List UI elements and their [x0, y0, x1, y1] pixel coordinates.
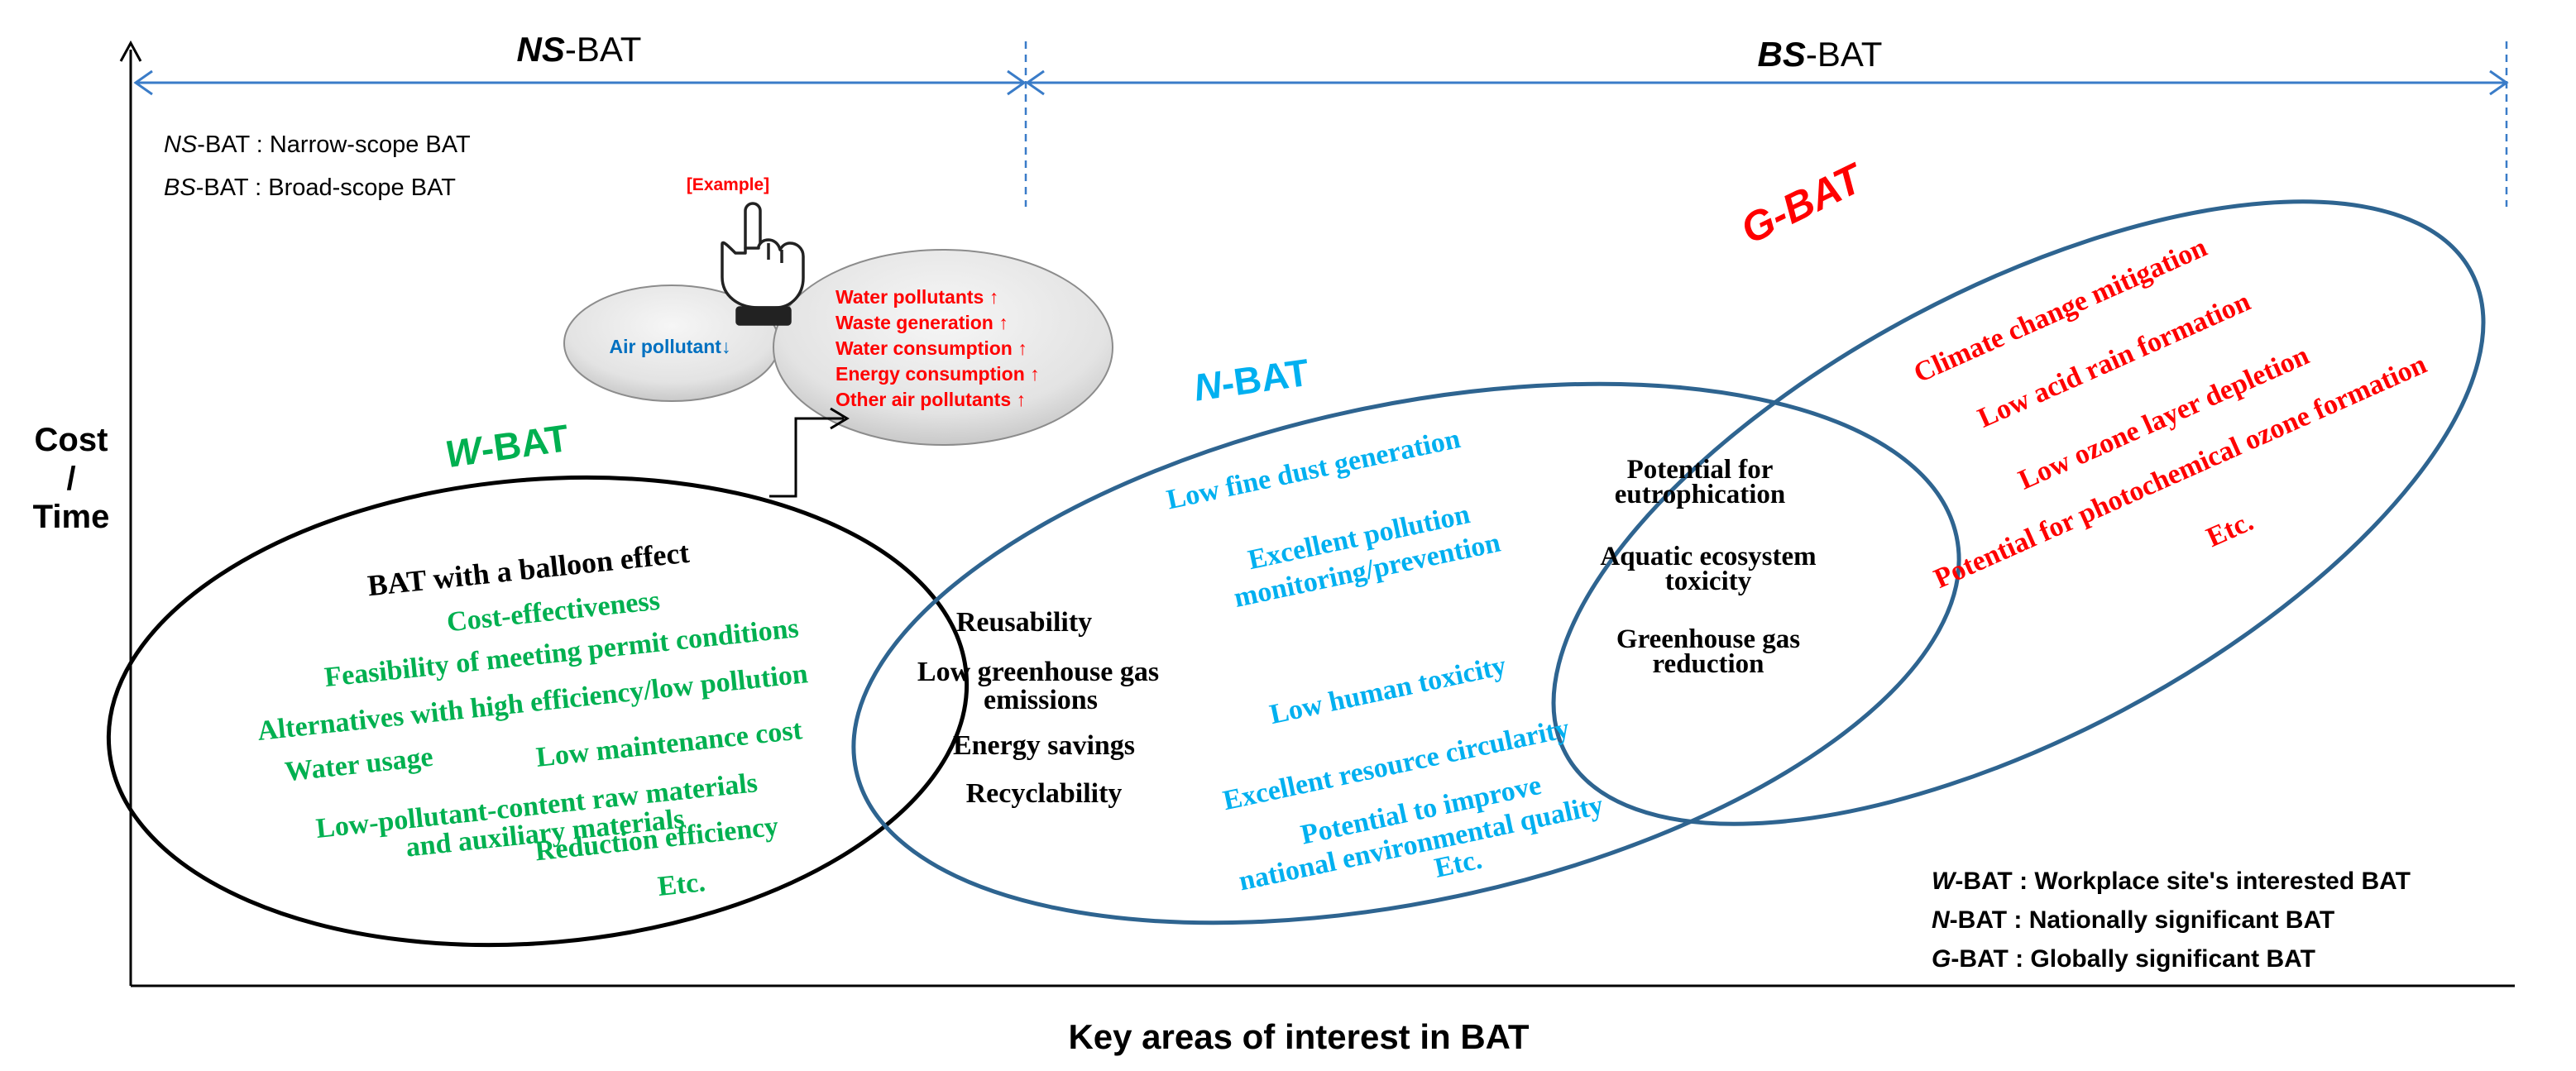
legend-n-bat: N-BAT : Nationally significant BAT: [1932, 906, 2334, 934]
ns-bat-definition: NS-BAT : Narrow-scope BAT: [164, 131, 471, 158]
y-axis-arrowhead: [119, 40, 142, 62]
w-bat-title: W-BAT: [443, 416, 572, 476]
overlap-item: Aquatic ecosystem: [1600, 542, 1816, 571]
w-bat-item: Etc.: [656, 867, 706, 902]
overlap-item: emissions: [984, 685, 1098, 715]
g-bat-title: G-BAT: [1734, 154, 1873, 253]
effect-item: Water pollutants ↑: [836, 286, 998, 308]
effect-item: Other air pollutants ↑: [836, 389, 1026, 410]
overlap-item: toxicity: [1665, 567, 1752, 596]
bs-arrow-left-head: [1025, 69, 1045, 96]
air-pollutant-text: Air pollutant↓: [610, 336, 731, 357]
example-balloon-illustration: Air pollutant↓ Water pollutants ↑ Waste …: [563, 175, 1113, 446]
n-bat-ellipse: [851, 381, 1961, 925]
legend-g-bat: G-BAT : Globally significant BAT: [1932, 945, 2315, 973]
ng-overlap-items: Potential for eutrophication Aquatic eco…: [1600, 455, 1816, 679]
balloon-pointer-arrow: [769, 417, 844, 498]
x-axis-label: Key areas of interest in BAT: [1068, 1017, 1529, 1056]
overlap-item: reduction: [1652, 649, 1764, 679]
g-bat-items: Climate change mitigation Low acid rain …: [1909, 232, 2431, 595]
n-bat-title: N-BAT: [1191, 351, 1312, 409]
ns-bat-title: NS-BAT: [517, 30, 642, 69]
y-label-slash: /: [66, 461, 75, 497]
n-bat-items: Low fine dust generation Excellent pollu…: [1164, 423, 1606, 896]
g-bat-item: Potential for photochemical ozone format…: [1930, 349, 2431, 595]
n-bat-item: Low human toxicity: [1267, 650, 1509, 730]
w-bat-item: Low maintenance cost: [534, 715, 804, 773]
bs-bat-title: BS-BAT: [1758, 35, 1883, 74]
w-bat-ellipse: [106, 475, 970, 948]
ns-arrow-left-head: [133, 69, 153, 96]
effect-item: Energy consumption ↑: [836, 363, 1040, 385]
balloon-pointer-arrowhead: [830, 407, 850, 430]
overlap-item: Recyclability: [966, 778, 1123, 809]
g-bat-ellipse: [1551, 199, 2486, 826]
wn-overlap-items: Reusability Low greenhouse gas emissions…: [917, 607, 1159, 809]
n-bat-item: Low fine dust generation: [1164, 423, 1463, 515]
y-axis-label: Cost / Time: [33, 422, 110, 535]
example-tag: [Example]: [687, 175, 769, 194]
effect-item: Waste generation ↑: [836, 312, 1008, 333]
y-label-cost: Cost: [35, 422, 108, 458]
axes: [119, 40, 2515, 987]
g-bat-item: Climate change mitigation: [1909, 232, 2211, 390]
effect-item: Water consumption ↑: [836, 337, 1027, 359]
overlap-item: Potential for: [1627, 455, 1774, 485]
w-bat-items: Cost-effectiveness Feasibility of meetin…: [256, 586, 809, 902]
overlap-item: Greenhouse gas: [1616, 624, 1800, 654]
w-bat-item: Water usage: [284, 742, 435, 788]
overlap-item: Low greenhouse gas: [917, 657, 1159, 687]
pointing-hand-icon: [721, 202, 805, 326]
legend-w-bat: W-BAT : Workplace site's interested BAT: [1932, 868, 2411, 895]
scope-arrows: [133, 41, 2509, 207]
y-label-time: Time: [33, 499, 110, 535]
g-bat-item: Etc.: [2202, 506, 2258, 553]
legend: W-BAT : Workplace site's interested BAT …: [1932, 868, 2411, 973]
bs-arrow-right-head: [2489, 69, 2509, 96]
overlap-item: eutrophication: [1615, 480, 1786, 509]
bs-bat-definition: BS-BAT : Broad-scope BAT: [164, 175, 456, 201]
effects-bubble: [773, 249, 1113, 446]
overlap-item: Energy savings: [953, 730, 1135, 761]
overlap-item: Reusability: [956, 607, 1092, 638]
ns-arrow-right-head: [1007, 69, 1027, 96]
